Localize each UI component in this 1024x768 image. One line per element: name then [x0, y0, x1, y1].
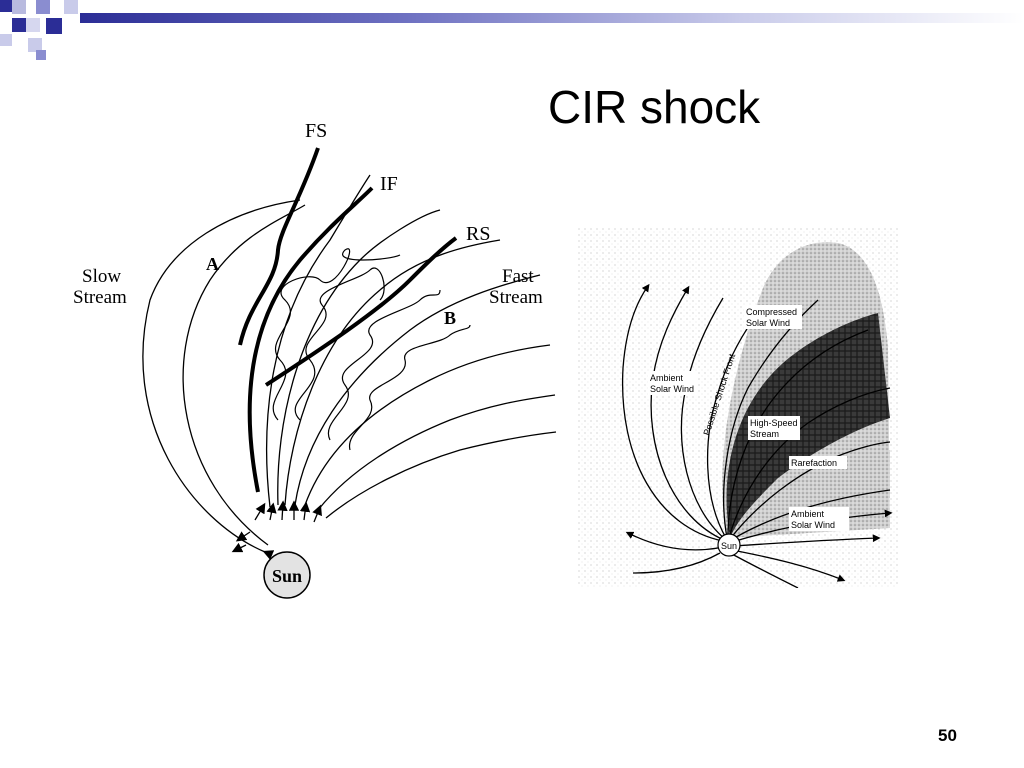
compressed-label-2: Solar Wind [746, 318, 790, 328]
fluctuation-lines [272, 248, 471, 451]
region-a-label: A [206, 254, 219, 274]
fs-label: FS [305, 120, 327, 142]
forward-shock-line [238, 147, 320, 346]
field-lines [142, 174, 557, 560]
interface-line [247, 186, 374, 493]
rs-label: RS [466, 223, 490, 245]
slow-stream-label-2: Stream [73, 287, 127, 308]
right-sun-circle [717, 533, 741, 557]
ambient-left-label-2: Solar Wind [650, 384, 694, 394]
sun-circle [263, 551, 311, 599]
if-label: IF [380, 173, 398, 195]
header-gradient-bar [80, 13, 1024, 23]
ambient-right-label-2: Solar Wind [791, 520, 835, 530]
region-b-label: B [444, 308, 456, 328]
fast-stream-label-1: Fast [502, 266, 534, 287]
ambient-left-label-1: Ambient [650, 373, 684, 383]
compressed-label-1: Compressed [746, 307, 797, 317]
ambient-right-label-1: Ambient [791, 509, 825, 519]
cir-stream-diagram: Sun FS IF RS Slow Stream Fast Stream A B [73, 120, 557, 599]
slow-stream-label-1: Slow [82, 266, 121, 287]
fast-stream-label-2: Stream [489, 287, 543, 308]
page-number: 50 [938, 726, 957, 745]
high-speed-label-1: High-Speed [750, 418, 798, 428]
slide-title: CIR shock [548, 81, 761, 133]
right-sun-label: Sun [721, 541, 737, 551]
sun-label: Sun [272, 566, 302, 586]
rarefaction-label: Rarefaction [791, 458, 837, 468]
cir-shaded-diagram: Sun Compressed Solar Wind Ambient Solar … [578, 228, 898, 588]
high-speed-label-2: Stream [750, 429, 779, 439]
corner-decoration [0, 0, 78, 60]
reverse-shock-line [264, 236, 458, 387]
